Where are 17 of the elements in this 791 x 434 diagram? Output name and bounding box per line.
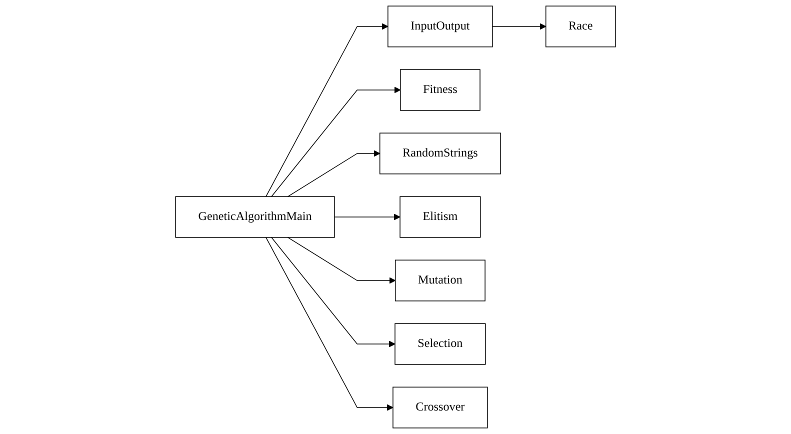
arrow [492, 23, 546, 30]
node-box: Race [546, 6, 616, 48]
arrow [271, 86, 401, 197]
arrow [334, 214, 400, 220]
node-box: GeneticAlgorithmMain [175, 196, 335, 238]
node-box: RandomStrings [379, 132, 501, 174]
node-box: Fitness [400, 69, 480, 111]
node-box: Elitism [400, 196, 481, 238]
node-box: Crossover [392, 386, 488, 428]
arrow [288, 150, 380, 197]
arrow [266, 23, 388, 197]
node-box: Mutation [394, 260, 486, 302]
node-box: Selection [394, 323, 486, 365]
arrow [271, 237, 396, 348]
arrow [266, 237, 394, 411]
node-box: InputOutput [388, 6, 493, 48]
arrow [288, 237, 396, 284]
